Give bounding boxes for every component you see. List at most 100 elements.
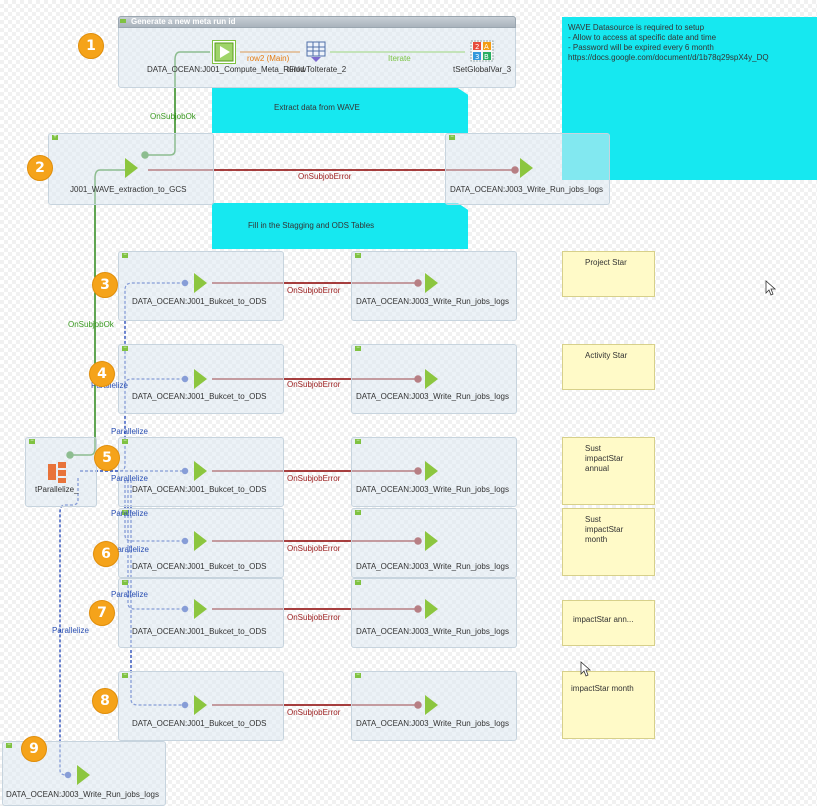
note-sust-month-1: Sust <box>585 515 602 524</box>
onsubjobok-label-1: OnSubjobOk <box>150 112 196 121</box>
run-job-icon <box>194 695 207 715</box>
subjob-collapse-toggle[interactable]: − <box>355 509 361 515</box>
bucket-to-ods-label-3: DATA_OCEAN:J001_Bukcet_to_ODS <box>132 297 267 306</box>
bucket-to-ods-label-5: DATA_OCEAN:J001_Bukcet_to_ODS <box>132 485 267 494</box>
note-sust-month[interactable]: Sust impactStar month <box>562 508 655 576</box>
note-impact-month[interactable]: impactStar month <box>562 671 655 739</box>
bucket-to-ods-component-5[interactable] <box>193 460 209 484</box>
write-logs-component-8[interactable] <box>424 694 440 718</box>
subjob-collapse-toggle[interactable]: − <box>122 345 128 351</box>
parallelize-label-7b: Parallelize <box>52 626 89 635</box>
step-badge-5: 5 <box>94 445 120 471</box>
note-wave-line2: - Allow to access at specific date and t… <box>568 33 717 42</box>
note-sust-annual[interactable]: Sust impactStar annual <box>562 437 655 505</box>
bucket-to-ods-label-8: DATA_OCEAN:J001_Bukcet_to_ODS <box>132 719 267 728</box>
write-logs-label-5: DATA_OCEAN:J003_Write_Run_jobs_logs <box>356 485 509 494</box>
subjob-collapse-toggle[interactable]: − <box>122 579 128 585</box>
set-global-var-label: tSetGlobalVar_3 <box>453 65 512 74</box>
compute-meta-runid-label: DATA_OCEAN:J001_Compute_Meta_RunId <box>147 65 305 74</box>
onsubjoberror-label-5: OnSubjobError <box>287 474 341 483</box>
subjob-collapse-toggle[interactable]: − <box>355 252 361 258</box>
bucket-to-ods-component-3[interactable] <box>193 272 209 296</box>
note-sust-annual-3: annual <box>585 464 610 473</box>
note-extract-data[interactable]: Extract data from WAVE <box>212 88 468 133</box>
note-wave-line3: - Password will be expired every 6 month <box>568 43 714 52</box>
subjob-collapse-toggle[interactable]: − <box>122 252 128 258</box>
write-logs-label-3: DATA_OCEAN:J003_Write_Run_jobs_logs <box>356 297 509 306</box>
subjob-collapse-toggle[interactable]: − <box>122 672 128 678</box>
bucket-to-ods-component-8[interactable] <box>193 694 209 718</box>
note-sust-month-3: month <box>585 535 608 544</box>
step-badge-6: 6 <box>93 541 119 567</box>
write-logs-component-4[interactable] <box>424 368 440 392</box>
subjob-collapse-toggle[interactable]: − <box>122 509 128 515</box>
note-fill-tables[interactable]: Fill in the Stagging and ODS Tables <box>212 203 468 249</box>
subjob-title: Generate a new meta run id <box>118 16 516 28</box>
write-logs-component-7[interactable] <box>424 598 440 622</box>
note-impact-annual[interactable]: impactStar ann... <box>562 600 655 646</box>
run-job-icon <box>425 461 438 481</box>
subjob-collapse-toggle[interactable]: − <box>355 672 361 678</box>
run-job-icon <box>194 369 207 389</box>
flow-to-iterate-component[interactable] <box>305 40 327 62</box>
write-logs-component-5[interactable] <box>424 460 440 484</box>
write-logs-component-2[interactable] <box>519 157 535 181</box>
write-logs-label-4: DATA_OCEAN:J003_Write_Run_jobs_logs <box>356 392 509 401</box>
onsubjoberror-label-3: OnSubjobError <box>287 286 341 295</box>
parallelize-label-5b: Parallelize <box>111 474 148 483</box>
run-job-icon <box>194 531 207 551</box>
link-iterate-label: Iterate <box>388 54 411 63</box>
mouse-cursor-icon <box>580 661 592 677</box>
subjob-row-7-right[interactable]: − <box>351 578 517 648</box>
run-job-icon <box>214 42 234 62</box>
bucket-to-ods-label-4: DATA_OCEAN:J001_Bukcet_to_ODS <box>132 392 267 401</box>
parallelize-label-4: Parallelize <box>91 381 128 390</box>
run-job-icon <box>425 695 438 715</box>
write-logs-component-9[interactable] <box>76 764 92 788</box>
run-job-icon <box>425 531 438 551</box>
note-project-star[interactable]: Project Star <box>562 251 655 297</box>
write-logs-component-6[interactable] <box>424 530 440 554</box>
mouse-cursor-icon <box>765 280 777 296</box>
set-global-var-component[interactable]: 2 A 3 B <box>468 38 496 64</box>
subjob-collapse-toggle[interactable] <box>118 16 128 26</box>
parallelize-label: tParallelize_ <box>35 485 79 494</box>
bucket-to-ods-component-4[interactable] <box>193 368 209 392</box>
step-badge-8: 8 <box>92 688 118 714</box>
note-impact-month-text: impactStar month <box>571 684 634 693</box>
run-job-icon <box>425 599 438 619</box>
note-project-star-text: Project Star <box>585 258 627 267</box>
bucket-to-ods-component-7[interactable] <box>193 598 209 622</box>
subjob-collapse-toggle[interactable]: − <box>355 345 361 351</box>
note-impact-annual-text: impactStar ann... <box>573 615 634 624</box>
parallelize-label-6b: Parallelize <box>112 545 149 554</box>
step-badge-2: 2 <box>27 155 53 181</box>
subjob-collapse-toggle[interactable]: − <box>355 579 361 585</box>
onsubjobok-label-2: OnSubjobOk <box>68 320 114 329</box>
svg-text:2: 2 <box>475 43 479 51</box>
parallelize-component[interactable] <box>46 460 72 486</box>
parallelize-icon <box>48 462 66 483</box>
wave-extraction-component[interactable] <box>124 157 140 181</box>
svg-text:B: B <box>484 53 489 61</box>
onsubjoberror-label-7: OnSubjobError <box>287 613 341 622</box>
compute-meta-runid-component[interactable] <box>212 40 236 64</box>
note-fill-text: Fill in the Stagging and ODS Tables <box>248 221 375 230</box>
subjob-collapse-toggle[interactable]: − <box>6 742 12 748</box>
parallelize-label-6a: Parallelize <box>111 509 148 518</box>
note-activity-star[interactable]: Activity Star <box>562 344 655 390</box>
subjob-expand-toggle[interactable]: + <box>52 134 58 140</box>
write-logs-label-6: DATA_OCEAN:J003_Write_Run_jobs_logs <box>356 562 509 571</box>
write-logs-component-3[interactable] <box>424 272 440 296</box>
set-global-var-icon: 2 A 3 B <box>470 40 494 62</box>
subjob-collapse-toggle[interactable]: − <box>122 438 128 444</box>
run-job-icon <box>194 599 207 619</box>
bucket-to-ods-component-6[interactable] <box>193 530 209 554</box>
subjob-collapse-toggle[interactable]: − <box>355 438 361 444</box>
subjob-collapse-toggle[interactable]: − <box>29 438 35 444</box>
svg-text:3: 3 <box>475 53 479 61</box>
note-wave-line4: https://docs.google.com/document/d/1b78q… <box>568 53 769 62</box>
subjob-collapse-toggle[interactable]: − <box>449 134 455 140</box>
bucket-to-ods-label-6: DATA_OCEAN:J001_Bukcet_to_ODS <box>132 562 267 571</box>
onsubjoberror-label-6: OnSubjobError <box>287 544 341 553</box>
